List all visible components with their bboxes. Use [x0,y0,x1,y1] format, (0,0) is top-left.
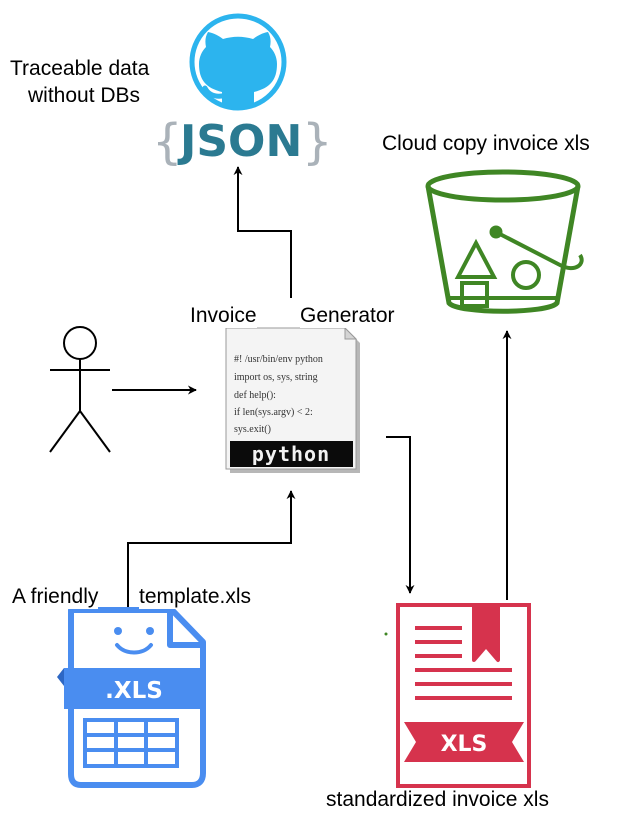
xls-output-icon: XLS [384,603,531,788]
generator-label-right: Generator [300,304,395,329]
script-line: if len(sys.argv) < 2: [234,407,313,418]
template-label-right: template.xls [139,585,252,610]
template-badge: .XLS [105,678,163,704]
json-text: JSON [177,116,302,167]
arrow-generator-to-output [386,436,415,594]
json-caption-line1: Traceable data [10,57,150,82]
output-badge: XLS [441,732,488,757]
script-line: sys.exit() [234,424,271,435]
json-brace-open: { [152,114,183,170]
cloud-caption: Cloud copy invoice xls [382,132,590,157]
python-badge-text: python [252,442,330,466]
json-caption-line2: without DBs [28,84,141,109]
arrow-template-to-generator [127,490,296,608]
github-icon [189,13,287,111]
python-badge [230,441,353,467]
script-line: import os, sys, string [234,372,318,383]
script-line: def help(): [234,390,276,401]
output-caption: standardized invoice xls [326,788,549,813]
template-label-left: A friendly [12,585,99,610]
json-logo: { JSON } [152,114,333,170]
python-script-icon: #! /usr/bin/env python import os, sys, s… [225,326,360,473]
json-brace-close: } [302,114,333,170]
script-line: #! /usr/bin/env python [234,354,323,365]
s3-bucket-icon [425,169,584,314]
generator-label-left: Invoice [190,304,257,329]
arrow-generator-to-json [233,166,292,298]
stick-figure-icon [49,326,111,453]
xls-template-icon: .XLS [57,607,206,788]
